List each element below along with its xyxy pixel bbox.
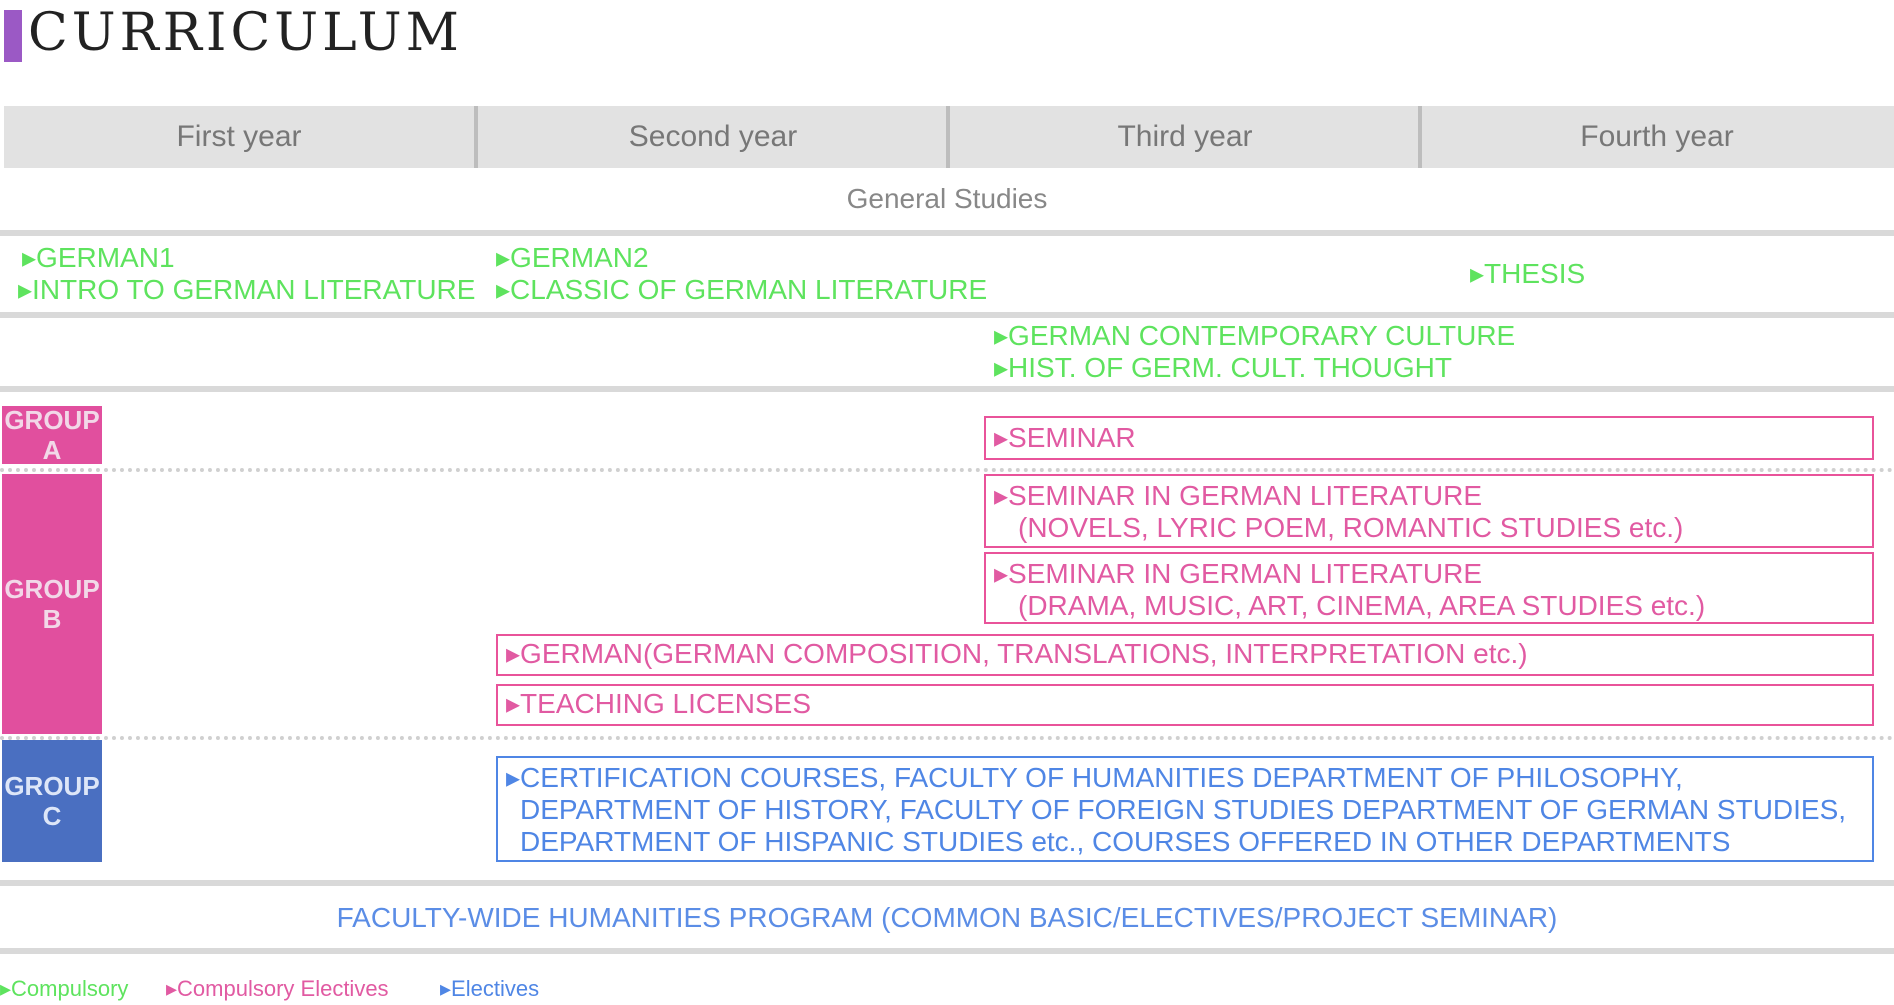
divider-line xyxy=(0,312,1894,318)
divider-line xyxy=(0,386,1894,392)
year-divider xyxy=(946,106,950,168)
elective-seminar-literature-1-detail: (NOVELS, LYRIC POEM, ROMANTIC STUDIES et… xyxy=(1018,512,1684,543)
group-a-letter: A xyxy=(42,435,62,465)
group-divider xyxy=(0,736,1894,740)
elective-teaching-licenses: ▸TEACHING LICENSES xyxy=(496,684,1874,726)
legend-compulsory: ▸Compulsory xyxy=(0,976,129,1001)
course-german-contemporary-culture: ▸GERMAN CONTEMPORARY CULTURE xyxy=(994,320,1516,351)
elective-german-composition: ▸GERMAN(GERMAN COMPOSITION, TRANSLATIONS… xyxy=(496,634,1874,676)
course-history-german-thought: ▸HIST. OF GERM. CULT. THOUGHT xyxy=(994,352,1452,383)
elective-seminar-literature-2-detail: (DRAMA, MUSIC, ART, CINEMA, AREA STUDIES… xyxy=(1018,590,1706,621)
group-c-word: GROUP xyxy=(4,771,100,801)
group-divider xyxy=(0,468,1894,472)
elective-seminar-literature-2-title: ▸SEMINAR IN GERMAN LITERATURE xyxy=(994,558,1483,589)
course-classic-german-literature: ▸CLASSIC OF GERMAN LITERATURE xyxy=(496,274,988,305)
certification-line-3: DEPARTMENT OF HISPANIC STUDIES etc., COU… xyxy=(520,826,1731,857)
group-b-label: GROUP B xyxy=(2,474,102,734)
year-fourth: Fourth year xyxy=(1580,120,1734,153)
year-divider xyxy=(474,106,478,168)
year-second: Second year xyxy=(628,120,798,153)
divider-line xyxy=(0,948,1894,954)
elective-seminar-literature-1-title: ▸SEMINAR IN GERMAN LITERATURE xyxy=(994,480,1483,511)
title-accent-mark xyxy=(4,10,22,62)
page-title: CURRICULUM xyxy=(28,3,463,63)
elective-seminar-literature-2: ▸SEMINAR IN GERMAN LITERATURE (DRAMA, MU… xyxy=(984,552,1874,624)
legend-compulsory-electives: ▸Compulsory Electives xyxy=(166,976,389,1001)
elective-certification-courses: ▸CERTIFICATION COURSES, FACULTY OF HUMAN… xyxy=(496,756,1874,862)
group-a-label: GROUP A xyxy=(2,405,102,465)
faculty-wide-program: FACULTY-WIDE HUMANITIES PROGRAM (COMMON … xyxy=(336,902,1558,933)
general-studies-label: General Studies xyxy=(846,183,1048,214)
group-c-letter: C xyxy=(42,801,62,831)
certification-line-2: DEPARTMENT OF HISTORY, FACULTY OF FOREIG… xyxy=(520,794,1847,825)
divider-line xyxy=(0,880,1894,886)
divider-line xyxy=(0,230,1894,236)
course-german2: ▸GERMAN2 xyxy=(496,242,649,273)
course-thesis: ▸THESIS xyxy=(1470,258,1586,289)
legend-electives: ▸Electives xyxy=(440,976,540,1001)
group-b-word: GROUP xyxy=(4,574,100,604)
elective-seminar-literature-1: ▸SEMINAR IN GERMAN LITERATURE (NOVELS, L… xyxy=(984,474,1874,548)
group-c-label: GROUP C xyxy=(2,740,102,862)
group-a-word: GROUP xyxy=(4,405,100,435)
group-b-letter: B xyxy=(42,604,62,634)
elective-seminar: ▸SEMINAR xyxy=(984,416,1874,460)
course-german1: ▸GERMAN1 xyxy=(22,242,175,273)
certification-line-1: ▸CERTIFICATION COURSES, FACULTY OF HUMAN… xyxy=(506,762,1683,793)
year-first: First year xyxy=(176,120,302,153)
year-third: Third year xyxy=(1117,120,1253,153)
course-intro-german-literature: ▸INTRO TO GERMAN LITERATURE xyxy=(18,274,476,305)
year-divider xyxy=(1418,106,1422,168)
